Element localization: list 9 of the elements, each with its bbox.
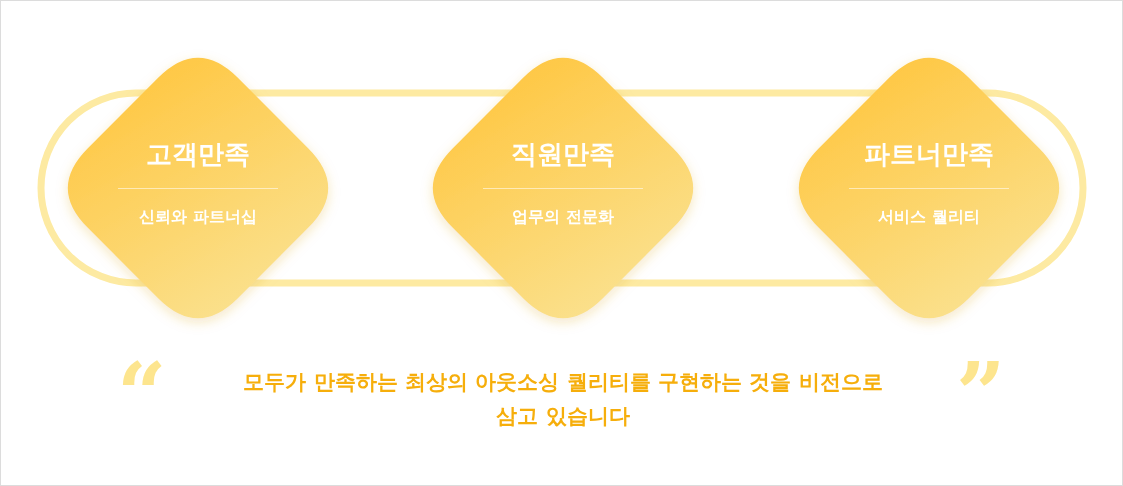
card-title: 직원만족	[511, 137, 615, 171]
card-subtitle: 업무의 전문화	[512, 206, 614, 228]
vision-statement: 모두가 만족하는 최상의 아웃소싱 퀄리티를 구현하는 것을 비전으로 삼고 있습니다	[242, 369, 884, 430]
card-title: 고객만족	[146, 137, 250, 171]
quotation-mark: “	[117, 351, 167, 437]
card-subtitle: 서비스 퀄리티	[878, 206, 980, 228]
card-title: 파트너만족	[864, 137, 994, 171]
quotation-mark: ”	[956, 351, 1006, 437]
card-subtitle: 신뢰와 파트너십	[139, 206, 257, 228]
